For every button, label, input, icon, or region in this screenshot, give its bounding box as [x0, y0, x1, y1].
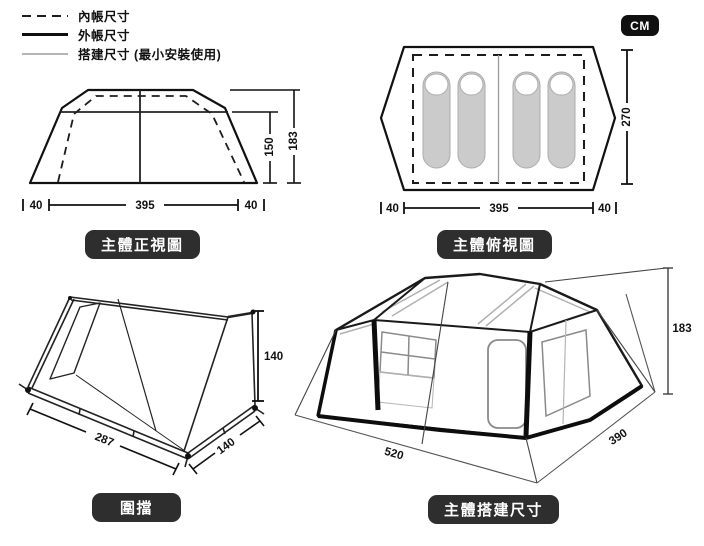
front-dim-left-label: 40 — [30, 200, 43, 212]
tent-edges — [335, 277, 598, 334]
legend-item-inner: 內帳尺寸 — [22, 6, 221, 25]
top-width-dim — [380, 202, 617, 214]
windbreak-frame — [18, 296, 265, 468]
front-dim-right-label: 40 — [245, 200, 258, 212]
gray-line-swatch — [22, 52, 68, 55]
setup-view-title-badge: 主體搭建尺寸 — [428, 495, 560, 524]
top-view-diagram: 40 395 40 270 — [379, 45, 633, 215]
tent-body — [316, 272, 644, 440]
side-panel — [541, 319, 591, 425]
legend-label: 搭建尺寸 (最小安裝使用) — [78, 48, 222, 62]
windbreak-height-label: 140 — [264, 351, 283, 363]
front-inner-tent — [57, 95, 245, 183]
windbreak-width-label: 287 — [93, 431, 115, 449]
roof-frame — [339, 279, 591, 335]
legend-label: 外帳尺寸 — [78, 29, 131, 43]
top-depth-dim — [621, 49, 633, 185]
legend-item-outer: 外帳尺寸 — [22, 25, 221, 44]
sleeping-bag — [422, 71, 451, 169]
front-inner-height-label: 150 — [264, 137, 276, 156]
setup-height-dim — [663, 267, 673, 395]
front-total-height-label: 183 — [288, 131, 300, 150]
legend: 內帳尺寸 外帳尺寸 搭建尺寸 (最小安裝使用) — [22, 6, 221, 63]
sleeping-bag — [457, 71, 486, 169]
solid-line-swatch — [22, 33, 68, 36]
top-dim-right-label: 40 — [598, 203, 611, 215]
front-view-diagram: 150 183 40 395 40 — [22, 88, 301, 212]
windbreak-title-badge: 圍擋 — [92, 493, 182, 522]
legend-item-setup: 搭建尺寸 (最小安裝使用) — [22, 44, 221, 63]
setup-view-diagram: 183 390 520 — [294, 267, 692, 484]
windbreak-diagram: 287 140 140 — [18, 296, 283, 476]
windbreak-height-dim — [252, 310, 264, 402]
ground-outline — [294, 293, 656, 484]
setup-depth-label: 390 — [607, 427, 630, 448]
top-dim-depth-label: 270 — [621, 107, 633, 126]
sleeping-bag — [512, 71, 541, 169]
top-outer-shell — [379, 45, 617, 192]
front-dim-width-label: 395 — [135, 200, 155, 212]
sleeping-bags — [422, 71, 576, 169]
setup-width-label: 520 — [383, 446, 405, 463]
frame-poles — [316, 319, 533, 437]
top-dim-width-label: 395 — [489, 203, 509, 215]
dashed-line-swatch — [22, 14, 68, 17]
legend-label: 內帳尺寸 — [78, 10, 131, 24]
unit-badge: CM — [621, 15, 659, 36]
guy-lines — [294, 267, 667, 484]
front-outer-shell — [28, 88, 259, 185]
windbreak-depth-dim — [188, 415, 265, 475]
sleeping-bag — [547, 71, 576, 169]
top-view-title-badge: 主體俯視圖 — [437, 230, 552, 259]
windbreak-width-dim — [26, 402, 180, 476]
setup-height-label: 183 — [672, 323, 691, 335]
windbreak-depth-label: 140 — [215, 436, 238, 457]
front-width-dim — [22, 199, 265, 211]
front-view-title-badge: 主體正視圖 — [85, 230, 200, 259]
windbreak-joints — [25, 296, 258, 459]
top-dim-left-label: 40 — [386, 203, 399, 215]
